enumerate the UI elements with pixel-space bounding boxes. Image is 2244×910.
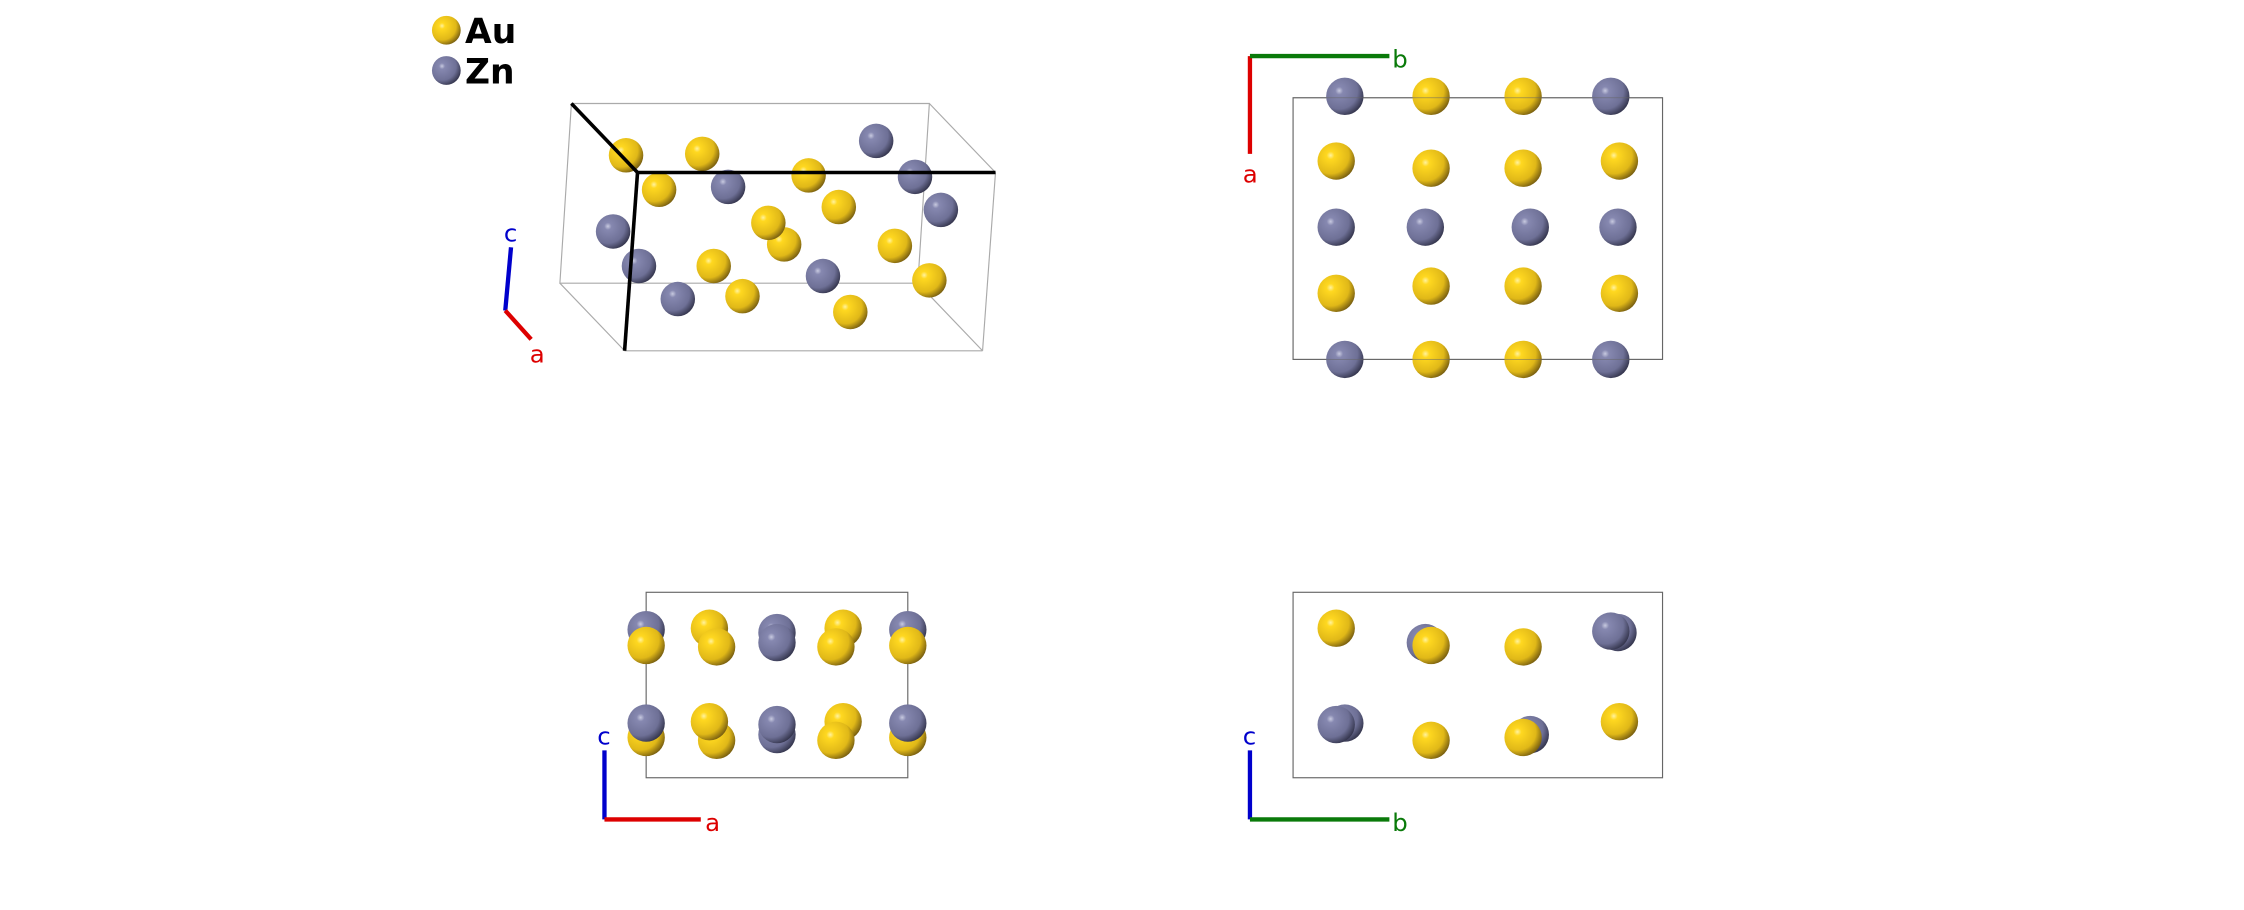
zn-atom — [595, 214, 631, 249]
zn-atom — [923, 192, 959, 228]
zn-atom — [889, 704, 927, 742]
au-atom — [1412, 149, 1450, 187]
au-atom — [1412, 626, 1450, 665]
axis-c — [503, 247, 514, 311]
au-atom — [1412, 267, 1450, 305]
zn-atom — [805, 258, 841, 294]
axis-b-label: b — [1392, 808, 1408, 837]
au-atom — [608, 138, 644, 173]
zn-atom — [1326, 77, 1364, 116]
au-atom — [1504, 149, 1542, 187]
au-atom — [697, 628, 736, 666]
zn-atom — [858, 123, 894, 159]
au-atom — [690, 702, 729, 741]
zn-atom — [1317, 208, 1355, 246]
au-atom — [1600, 142, 1639, 180]
au-atom — [791, 158, 826, 193]
zn-atom — [1592, 77, 1630, 116]
unit-cell-outline — [645, 591, 909, 779]
atoms-ac — [627, 609, 927, 760]
au-atom — [1317, 609, 1355, 647]
zn-atom — [621, 248, 657, 284]
panel-perspective: c a — [503, 102, 997, 368]
au-atom — [684, 136, 720, 172]
axis-a-label: a — [705, 808, 720, 837]
au-atom — [696, 248, 731, 284]
au-atom — [751, 205, 786, 241]
au-atom — [1504, 628, 1542, 666]
zn-atom — [660, 281, 696, 317]
zn-atom — [1406, 208, 1445, 246]
au-atom — [817, 628, 855, 666]
au-atom — [1504, 77, 1542, 116]
atoms-ab — [1317, 77, 1639, 379]
legend-au-label: Au — [465, 12, 516, 52]
au-atom — [1317, 142, 1355, 180]
zn-atom — [1511, 208, 1549, 246]
au-atom — [889, 626, 927, 665]
axis-a-label: a — [1243, 160, 1258, 189]
unit-cell-axes-bold — [570, 102, 996, 351]
axis-a — [503, 309, 533, 341]
au-atom — [627, 626, 665, 665]
zn-atom — [1599, 208, 1637, 246]
panel-view-bc: c b — [1243, 591, 1664, 837]
au-atom — [641, 172, 677, 208]
au-atom — [1600, 274, 1639, 312]
zn-atom — [897, 159, 933, 195]
zn-atom — [1592, 612, 1630, 650]
legend-zn-label: Zn — [465, 52, 515, 92]
zn-atom — [627, 704, 665, 742]
au-atom — [821, 189, 857, 225]
au-atom — [1600, 702, 1639, 741]
axis-c-label: c — [1243, 722, 1256, 751]
au-atom — [833, 294, 868, 330]
atoms-bc — [1317, 609, 1639, 760]
au-atom — [877, 228, 913, 264]
au-atom — [1412, 77, 1450, 116]
unit-cell-outline — [1292, 591, 1664, 779]
au-atom — [1504, 718, 1542, 757]
au-atom — [1317, 274, 1355, 312]
zn-atom — [758, 705, 796, 744]
panel-view-ac: c a — [597, 591, 927, 837]
au-atom — [1412, 721, 1450, 760]
axis-triad-perspective: c a — [503, 219, 545, 368]
axis-a-label: a — [530, 339, 545, 368]
axis-c-label: c — [504, 219, 517, 248]
au-atom — [817, 721, 855, 760]
zn-atom — [710, 169, 746, 205]
au-atom — [1504, 267, 1542, 305]
au-atom — [912, 263, 947, 298]
zn-atom — [1317, 705, 1355, 744]
axis-c-label: c — [597, 722, 610, 751]
panel-view-ab: b a — [1243, 45, 1664, 379]
au-atom — [725, 278, 760, 314]
atoms-perspective — [595, 123, 959, 330]
legend-au-swatch — [431, 15, 461, 45]
zn-atom — [758, 623, 796, 662]
legend-zn-swatch — [431, 56, 461, 85]
legend: Au Zn — [431, 12, 516, 92]
axis-b-label: b — [1392, 45, 1408, 74]
